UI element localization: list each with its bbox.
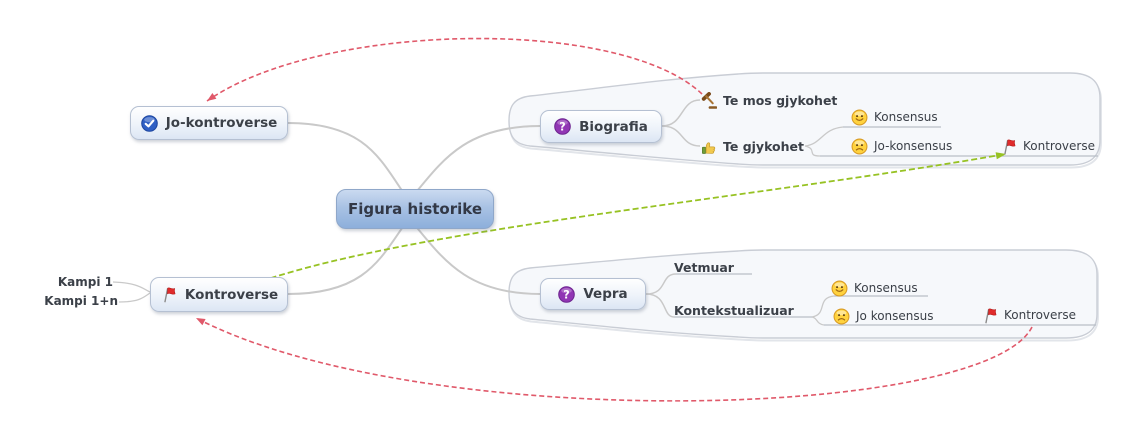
node-kampi-1[interactable]: Kampi 1 — [50, 275, 113, 289]
node-underlines — [674, 126, 1098, 326]
node-label: Kontekstualizuar — [674, 302, 794, 318]
branch-connectors — [112, 99, 844, 326]
node-label: Kampi 1+n — [44, 294, 118, 308]
vepra-boundary — [508, 249, 1098, 339]
node-vepra-konsensus[interactable]: Konsensus — [831, 279, 918, 297]
node-biografia-konsensus[interactable]: Konsensus — [851, 108, 938, 126]
smiley-happy-icon — [831, 280, 848, 297]
node-label: Konsensus — [874, 110, 938, 124]
node-label: Te mos gjykohet — [723, 92, 838, 108]
node-figura-historike[interactable]: Figura historike — [336, 189, 494, 229]
node-label: Kontroverse — [184, 286, 279, 303]
node-kontroverse-left[interactable]: Kontroverse — [150, 277, 288, 312]
svg-text:?: ? — [559, 120, 565, 133]
node-vetmuar[interactable]: Vetmuar — [674, 258, 734, 276]
red-link-bottom — [195, 317, 1033, 402]
node-label: Kampi 1 — [57, 275, 113, 289]
flag-icon — [981, 307, 998, 324]
node-label: Jo-kontroverse — [165, 115, 278, 131]
node-biografia-kontroverse[interactable]: Kontroverse — [1000, 137, 1095, 155]
red-cross-links — [195, 37, 1033, 402]
question-icon: ? — [554, 118, 571, 135]
flag-icon — [1000, 138, 1017, 155]
gavel-icon — [700, 91, 717, 109]
smiley-sad-icon — [833, 308, 850, 325]
question-icon: ? — [558, 285, 576, 303]
node-biografia[interactable]: ? Biografia — [540, 110, 662, 143]
node-kontekstualizuar[interactable]: Kontekstualizuar — [674, 301, 794, 319]
smiley-sad-icon — [851, 138, 868, 155]
node-label: Biografia — [579, 118, 648, 135]
flag-icon — [160, 286, 177, 303]
smiley-happy-icon — [851, 109, 868, 126]
node-biografia-jo-konsensus[interactable]: Jo-konsensus — [851, 137, 952, 155]
node-label: Kontroverse — [1004, 308, 1076, 322]
node-label: Jo konsensus — [856, 309, 934, 323]
green-arrowhead — [995, 152, 1006, 160]
red-link-top — [206, 37, 703, 102]
node-label: Vetmuar — [674, 259, 734, 275]
check-icon — [140, 114, 158, 132]
node-label: Jo-konsensus — [874, 139, 953, 153]
red-arrowhead-bottom — [196, 318, 206, 326]
node-te-mos-gjykohet[interactable]: Te mos gjykohet — [700, 91, 837, 109]
node-vepra-kontroverse[interactable]: Kontroverse — [981, 306, 1076, 324]
red-arrowhead-top — [207, 93, 217, 101]
node-jo-kontroverse[interactable]: Jo-kontroverse — [130, 106, 288, 140]
center-node-label: Figura historike — [347, 200, 483, 218]
node-label: Kontroverse — [1023, 139, 1095, 153]
thumbs-up-icon — [700, 138, 717, 155]
node-vepra[interactable]: ? Vepra — [540, 278, 646, 310]
node-label: Te gjykohet — [723, 138, 804, 154]
node-vepra-jo-konsensus[interactable]: Jo konsensus — [833, 307, 934, 325]
green-cross-link — [261, 153, 1007, 282]
node-kampi-1-n[interactable]: Kampi 1+n — [38, 294, 118, 308]
node-label: Konsensus — [854, 281, 918, 295]
node-te-gjykohet[interactable]: Te gjykohet — [700, 137, 804, 155]
node-label: Vepra — [583, 286, 628, 302]
svg-text:?: ? — [564, 288, 570, 301]
